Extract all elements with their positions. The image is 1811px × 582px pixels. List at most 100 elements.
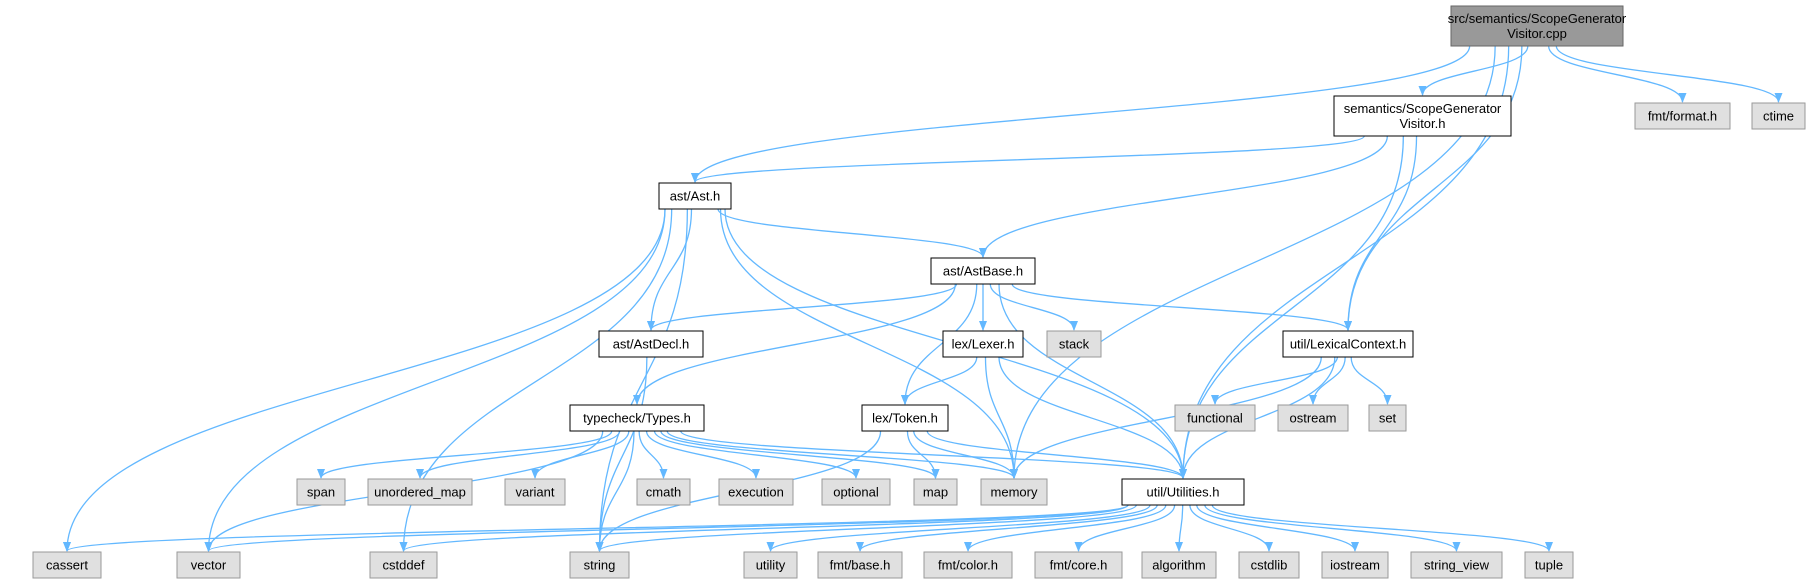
edge-root-to-ctime	[1555, 45, 1783, 103]
node-box	[176, 551, 241, 579]
node-box	[980, 478, 1048, 506]
node-box	[598, 330, 704, 358]
edge-types-to-map	[660, 430, 940, 479]
node-box	[817, 551, 903, 579]
node-cstddef: cstddef	[369, 551, 438, 579]
node-lexer[interactable]: lex/Lexer.h	[942, 330, 1024, 358]
node-label: functional	[1187, 411, 1243, 426]
edge-ast_h-to-cassert	[63, 208, 666, 552]
node-box	[1634, 102, 1731, 130]
node-box	[1321, 551, 1389, 579]
node-types[interactable]: typecheck/Types.h	[569, 404, 705, 432]
edge-sgv_h-to-astbase	[979, 135, 1388, 258]
node-box	[1333, 95, 1512, 137]
node-label: lex/Token.h	[872, 411, 938, 426]
node-box	[930, 257, 1036, 285]
edge-utilities-to-string	[595, 504, 1137, 552]
node-box	[942, 330, 1024, 358]
node-utilities[interactable]: util/Utilities.h	[1121, 478, 1245, 506]
node-label: set	[1379, 411, 1397, 426]
node-box	[504, 478, 566, 506]
node-box	[821, 478, 891, 506]
node-lexctx[interactable]: util/LexicalContext.h	[1282, 330, 1414, 358]
edge-lexer-to-utilities	[998, 356, 1187, 479]
node-fmt-core: fmt/core.h	[1034, 551, 1123, 579]
node-box	[718, 478, 794, 506]
node-label: lex/Lexer.h	[952, 337, 1015, 352]
graph-nodes: src/semantics/ScopeGeneratorVisitor.cpps…	[32, 5, 1806, 579]
node-string-view: string_view	[1410, 551, 1503, 579]
node-label: execution	[728, 485, 784, 500]
node-algorithm: algorithm	[1141, 551, 1217, 579]
edge-sgv_h-to-ast_h	[691, 135, 1365, 183]
edge-lexer-to-token	[901, 356, 978, 405]
node-box	[569, 404, 705, 432]
edge-astbase-to-token	[901, 283, 978, 405]
node-unordered-map: unordered_map	[367, 478, 473, 506]
node-label: ast/Ast.h	[670, 189, 721, 204]
node-label: vector	[191, 558, 227, 573]
edge-utilities-to-utility	[766, 504, 1151, 552]
node-box	[1751, 102, 1806, 130]
node-box	[1450, 5, 1624, 47]
edge-astbase-to-types	[633, 283, 956, 405]
node-label: src/semantics/ScopeGenerator	[1448, 11, 1627, 26]
edge-lexctx-to-memory	[1010, 356, 1322, 479]
node-functional: functional	[1174, 404, 1256, 432]
node-box	[1174, 404, 1256, 432]
node-fmt-base: fmt/base.h	[817, 551, 903, 579]
node-string: string	[569, 551, 630, 579]
node-ctime: ctime	[1751, 102, 1806, 130]
edge-ast_h-to-memory	[719, 208, 1018, 479]
node-label: fmt/color.h	[938, 558, 998, 573]
node-box	[1034, 551, 1123, 579]
node-box	[913, 478, 958, 506]
node-span: span	[296, 478, 346, 506]
node-astbase[interactable]: ast/AstBase.h	[930, 257, 1036, 285]
node-box	[296, 478, 346, 506]
node-label: tuple	[1535, 558, 1563, 573]
node-ast-h[interactable]: ast/Ast.h	[658, 182, 732, 210]
node-label: fmt/format.h	[1648, 109, 1717, 124]
node-astdecl[interactable]: ast/AstDecl.h	[598, 330, 704, 358]
node-label: span	[307, 485, 335, 500]
node-box	[923, 551, 1013, 579]
node-box	[367, 478, 473, 506]
node-box	[1046, 330, 1102, 358]
node-box	[1410, 551, 1503, 579]
node-label: fmt/core.h	[1050, 558, 1108, 573]
edge-types-to-optional	[653, 430, 860, 479]
node-label: iostream	[1330, 558, 1380, 573]
node-label: algorithm	[1152, 558, 1205, 573]
node-label: Visitor.h	[1399, 116, 1445, 131]
node-label: cstddef	[383, 558, 425, 573]
edge-types-to-unordered_map	[416, 430, 621, 479]
edge-root-to-ast_h	[691, 45, 1471, 183]
edge-astbase-to-lexctx	[1011, 283, 1352, 331]
node-label: map	[923, 485, 948, 500]
node-label: fmt/base.h	[830, 558, 891, 573]
edge-lexer-to-memory	[984, 356, 1018, 479]
node-iostream: iostream	[1321, 551, 1389, 579]
node-label: cmath	[646, 485, 681, 500]
node-set: set	[1368, 404, 1407, 432]
edge-lexctx-to-set	[1350, 356, 1392, 405]
node-box	[861, 404, 949, 432]
node-label: typecheck/Types.h	[583, 411, 691, 426]
edge-utilities-to-string_view	[1204, 504, 1461, 552]
node-box	[658, 182, 732, 210]
edge-lexctx-to-functional	[1211, 356, 1339, 405]
edge-lexctx-to-utilities	[1179, 356, 1336, 479]
node-optional: optional	[821, 478, 891, 506]
node-vector: vector	[176, 551, 241, 579]
edge-utilities-to-algorithm	[1175, 504, 1184, 552]
node-token[interactable]: lex/Token.h	[861, 404, 949, 432]
edge-astbase-to-utilities	[998, 283, 1187, 479]
node-label: ast/AstBase.h	[943, 264, 1023, 279]
node-utility: utility	[743, 551, 798, 579]
node-box	[636, 478, 691, 506]
node-label: util/LexicalContext.h	[1290, 337, 1406, 352]
node-label: cassert	[46, 558, 88, 573]
